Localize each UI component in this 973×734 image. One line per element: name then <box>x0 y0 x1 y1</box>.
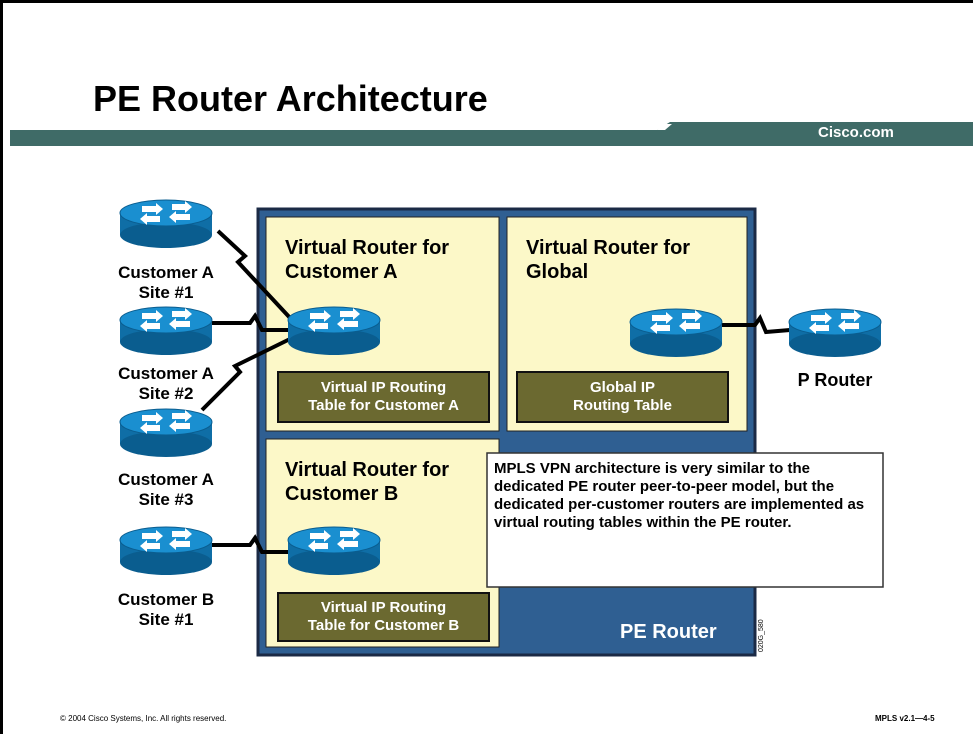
table-line1: Virtual IP Routing <box>320 599 447 616</box>
vr-title-line1: Virtual Router for <box>285 459 450 481</box>
customer-line2: Site #2 <box>138 384 194 403</box>
table-line1: Virtual IP Routing <box>320 379 447 396</box>
router-vr-customer-b-icon <box>287 526 381 576</box>
table-global-box <box>516 371 729 423</box>
router-vr-global-icon <box>629 308 723 358</box>
vr-title-line2: Customer A <box>285 261 398 283</box>
router-vr-customer-a-icon <box>287 306 381 356</box>
table-line2: Table for Customer B <box>307 617 460 634</box>
link-p <box>722 313 791 335</box>
slide-frame-left <box>0 0 3 734</box>
customer-line1: Customer A <box>118 470 214 489</box>
customer-b-site1-label: Customer B Site #1 <box>96 590 236 630</box>
table-line1: Global IP <box>589 379 655 396</box>
router-customer-a-site2-icon <box>119 306 213 356</box>
footer-course-id: MPLS v2.1—4-5 <box>875 714 935 723</box>
customer-line2: Site #1 <box>138 283 194 302</box>
vr-title-line2: Customer B <box>285 483 399 505</box>
note-text: MPLS VPN architecture is very similar to… <box>494 460 865 531</box>
vr-customer-a-title: Virtual Router for Customer A <box>285 236 449 284</box>
router-customer-a-site1-icon <box>119 199 213 249</box>
header-bar-notch <box>657 124 672 130</box>
link-a3 <box>200 336 293 412</box>
vr-global-title: Virtual Router for Global <box>526 236 690 284</box>
header-bar <box>10 122 973 146</box>
table-customer-a-box <box>277 371 490 423</box>
link-b1 <box>210 534 292 554</box>
customer-line1: Customer A <box>118 263 214 282</box>
table-line2: Routing Table <box>573 397 672 414</box>
brand-label: Cisco.com <box>818 124 894 141</box>
customer-a-site1-label: Customer A Site #1 <box>96 263 236 303</box>
vr-customer-b-title: Virtual Router for Customer B <box>285 458 449 506</box>
router-customer-b-site1-icon <box>119 526 213 576</box>
note-box <box>486 452 884 588</box>
customer-a-site2-label: Customer A Site #2 <box>96 364 236 404</box>
slide-frame-top <box>0 0 973 3</box>
customer-line1: Customer B <box>117 590 215 609</box>
footer-copyright: © 2004 Cisco Systems, Inc. All rights re… <box>60 714 227 723</box>
customer-line2: Site #1 <box>138 610 194 629</box>
customer-line2: Site #3 <box>138 490 194 509</box>
table-line2: Table for Customer A <box>308 397 459 414</box>
pe-router-label: PE Router <box>620 621 717 643</box>
table-global-label: Global IP Routing Table <box>517 379 728 415</box>
p-router-label: P Router <box>797 370 873 390</box>
router-customer-a-site3-icon <box>119 408 213 458</box>
table-customer-b-label: Virtual IP Routing Table for Customer B <box>278 599 489 635</box>
customer-line1: Customer A <box>118 364 214 383</box>
vr-title-line2: Global <box>526 261 589 283</box>
table-customer-b-box <box>277 592 490 642</box>
vr-title-line1: Virtual Router for <box>526 237 691 259</box>
link-a1 <box>216 229 294 322</box>
customer-a-site3-label: Customer A Site #3 <box>96 470 236 510</box>
figure-code: 020G_580 <box>758 619 765 652</box>
links <box>200 229 791 554</box>
page-title: PE Router Architecture <box>93 78 488 119</box>
link-a2 <box>212 312 290 332</box>
router-p-icon <box>788 308 882 358</box>
table-customer-a-label: Virtual IP Routing Table for Customer A <box>278 379 489 415</box>
vr-title-line1: Virtual Router for <box>285 237 450 259</box>
